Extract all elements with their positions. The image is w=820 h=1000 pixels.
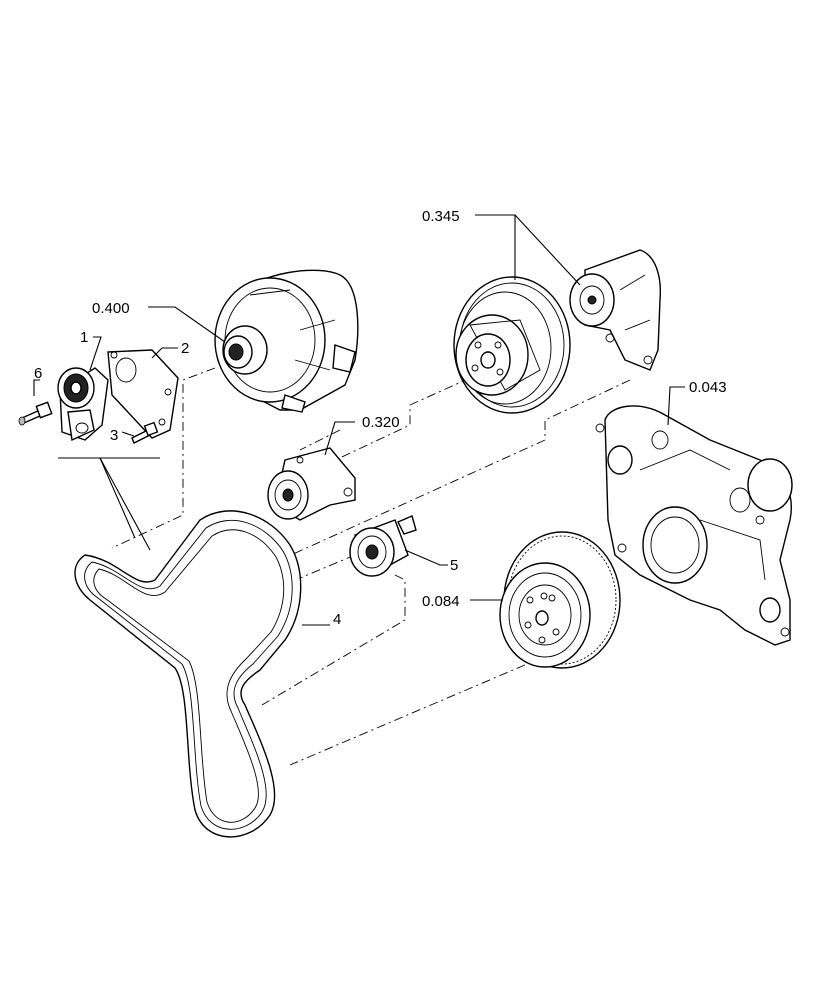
label-0320: 0.320 [362,414,400,431]
idler-assembly [267,447,356,521]
bolt-3 [131,421,159,444]
label-6: 6 [34,365,42,382]
timing-cover [595,405,793,646]
tensioner-bracket [107,349,179,439]
serpentine-belt [74,510,302,838]
belt-tensioner [57,367,109,442]
crankshaft-pulley [499,531,621,669]
bolt-6 [18,401,53,426]
label-0043: 0.043 [689,379,727,396]
label-0345: 0.345 [422,208,460,225]
label-0400: 0.400 [92,300,130,317]
label-1: 1 [80,329,88,346]
label-0084: 0.084 [422,593,460,610]
label-4: 4 [333,611,341,628]
label-3: 3 [110,427,118,444]
label-2: 2 [181,340,189,357]
idler-pulley [349,515,417,577]
fan-pulley [453,276,571,414]
label-5: 5 [450,557,458,574]
alternator [214,269,359,413]
water-pump [569,249,662,371]
leader-lines [33,214,685,626]
part-labels: 0.400 0.345 0.320 0.043 0.084 1 2 3 4 5 … [34,208,727,628]
